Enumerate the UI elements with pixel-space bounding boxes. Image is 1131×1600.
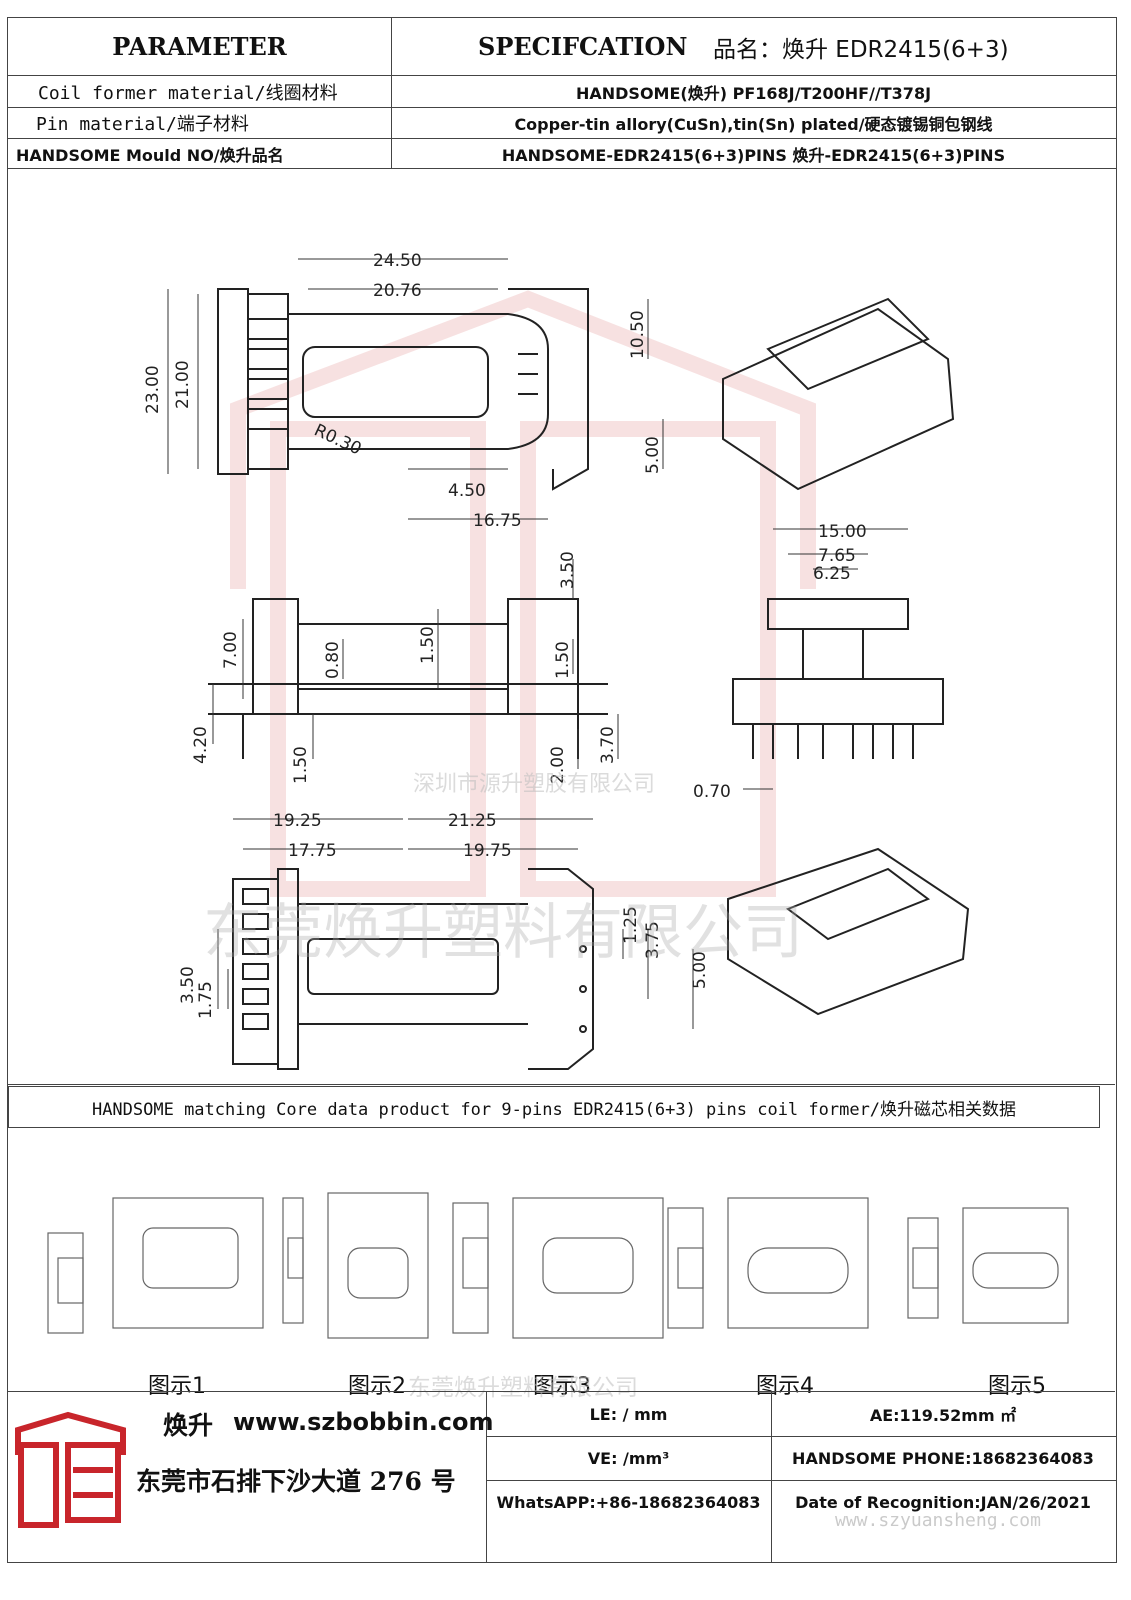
header-row: PARAMETER SPECIFCATION 品名：焕升 EDR2415(6+3… bbox=[8, 18, 1116, 76]
dim-label: 3.50 bbox=[558, 551, 578, 589]
watermark-text: 深圳市源升塑胶有限公司 bbox=[413, 772, 656, 797]
dim-label: 16.75 bbox=[473, 511, 522, 531]
dim-label: 3.70 bbox=[598, 726, 618, 764]
side-view bbox=[208, 598, 608, 759]
dim-label: 2.00 bbox=[548, 746, 568, 784]
dim-label: 15.00 bbox=[818, 522, 867, 542]
figure-caption: 图示2 bbox=[348, 1374, 406, 1399]
dim-label: 7.00 bbox=[221, 631, 241, 669]
dim-label: 7.65 bbox=[818, 546, 856, 566]
dim-label: 0.70 bbox=[693, 782, 731, 802]
core-figures bbox=[47, 1192, 1069, 1339]
dim-label: 5.00 bbox=[643, 436, 663, 474]
core-data-banner: HANDSOME matching Core data product for … bbox=[8, 1086, 1100, 1128]
figure-caption: 图示4 bbox=[756, 1374, 814, 1399]
spec-value: HANDSOME-EDR2415(6+3)PINS 焕升-EDR2415(6+3… bbox=[501, 145, 1006, 165]
dim-label: 1.50 bbox=[418, 626, 438, 664]
end-view bbox=[732, 598, 944, 759]
figure-caption: 图示3 bbox=[533, 1374, 591, 1399]
dim-label: 3.75 bbox=[643, 921, 663, 959]
param-row-mould: HANDSOME Mould NO/焕升品名 HANDSOME-EDR2415(… bbox=[8, 139, 1116, 169]
ve-value: VE: /mm³ bbox=[587, 1448, 670, 1468]
dim-label: 1.25 bbox=[621, 906, 641, 944]
company-address: 东莞市石排下沙大道 276 号 bbox=[136, 1467, 456, 1496]
core-figure-2 bbox=[282, 1192, 429, 1339]
spec-value: Copper-tin allory(CuSn),tin(Sn) plated/硬… bbox=[514, 115, 993, 134]
le-value: LE: / mm bbox=[589, 1404, 668, 1424]
dim-label: 0.80 bbox=[323, 641, 343, 679]
handsome-logo-icon bbox=[15, 1411, 126, 1528]
dim-label: 19.25 bbox=[273, 811, 322, 831]
figure-caption: 图示1 bbox=[148, 1374, 206, 1399]
technical-drawing-area: 24.50 20.76 23.00 21.00 R0.30 10.50 5.00… bbox=[8, 169, 1115, 1085]
figure-caption: 图示5 bbox=[988, 1374, 1046, 1399]
param-label: Pin material/端子材料 bbox=[36, 114, 249, 135]
bobbin-drawing: 24.50 20.76 23.00 21.00 R0.30 10.50 5.00… bbox=[143, 251, 970, 1070]
dim-label: 24.50 bbox=[373, 251, 422, 271]
dim-label: 23.00 bbox=[143, 365, 163, 414]
dim-label: 3.50 bbox=[178, 966, 198, 1004]
param-row-coil: Coil former material/线圈材料 HANDSOME(焕升) P… bbox=[8, 76, 1116, 108]
dim-label: 17.75 bbox=[288, 841, 337, 861]
dim-label: 1.75 bbox=[196, 981, 216, 1019]
iso-view-top bbox=[722, 297, 955, 491]
spec-value: HANDSOME(焕升) PF168J/T200HF//T378J bbox=[575, 83, 932, 103]
dim-label: 1.50 bbox=[291, 746, 311, 784]
watermark-text: 东莞焕升塑料有限公司 bbox=[203, 898, 803, 968]
specification-heading: SPECIFCATION bbox=[478, 32, 688, 61]
dim-label: 4.20 bbox=[191, 726, 211, 764]
logo-watermark bbox=[230, 290, 816, 897]
footer: 焕升 www.szbobbin.com 东莞市石排下沙大道 276 号 LE: … bbox=[8, 1391, 1116, 1563]
product-name-label: 品名：焕升 EDR2415(6+3) bbox=[713, 36, 1009, 63]
dim-label: 19.75 bbox=[463, 841, 512, 861]
brand-name: 焕升 bbox=[163, 1411, 214, 1440]
whatsapp-value: WhatsAPP:+86-18682364083 bbox=[496, 1492, 761, 1512]
core-figure-4 bbox=[667, 1197, 869, 1329]
dim-label: 10.50 bbox=[628, 310, 648, 359]
dim-label: 1.50 bbox=[553, 641, 573, 679]
iso-view-bottom bbox=[727, 847, 970, 1016]
dim-label: 21.25 bbox=[448, 811, 497, 831]
dim-label: 6.25 bbox=[813, 564, 851, 584]
top-view bbox=[217, 288, 589, 491]
param-label: HANDSOME Mould NO/焕升品名 bbox=[16, 145, 284, 165]
date-value: Date of Recognition:JAN/26/2021 bbox=[795, 1492, 1091, 1512]
phone-value: HANDSOME PHONE:18682364083 bbox=[792, 1448, 1094, 1468]
watermark-text: 东莞焕升塑料有限公司 bbox=[408, 1375, 638, 1401]
dim-label: 21.00 bbox=[173, 360, 193, 409]
dim-label: 20.76 bbox=[373, 281, 422, 301]
param-label: Coil former material/线圈材料 bbox=[38, 82, 338, 104]
core-figure-5 bbox=[907, 1207, 1069, 1324]
dim-label: 4.50 bbox=[448, 481, 486, 501]
bottom-view bbox=[232, 868, 594, 1070]
spec-sheet: PARAMETER SPECIFCATION 品名：焕升 EDR2415(6+3… bbox=[7, 17, 1117, 1563]
ae-value: AE:119.52mm ㎡ bbox=[869, 1406, 1017, 1425]
watermark-url: www.szyuansheng.com bbox=[835, 1510, 1041, 1531]
core-figure-3 bbox=[452, 1197, 664, 1339]
core-figure-1 bbox=[47, 1197, 264, 1334]
param-row-pin: Pin material/端子材料 Copper-tin allory(CuSn… bbox=[8, 108, 1116, 139]
dim-label: 5.00 bbox=[690, 951, 710, 989]
parameter-heading: PARAMETER bbox=[112, 32, 287, 61]
website-link[interactable]: www.szbobbin.com bbox=[233, 1408, 494, 1436]
